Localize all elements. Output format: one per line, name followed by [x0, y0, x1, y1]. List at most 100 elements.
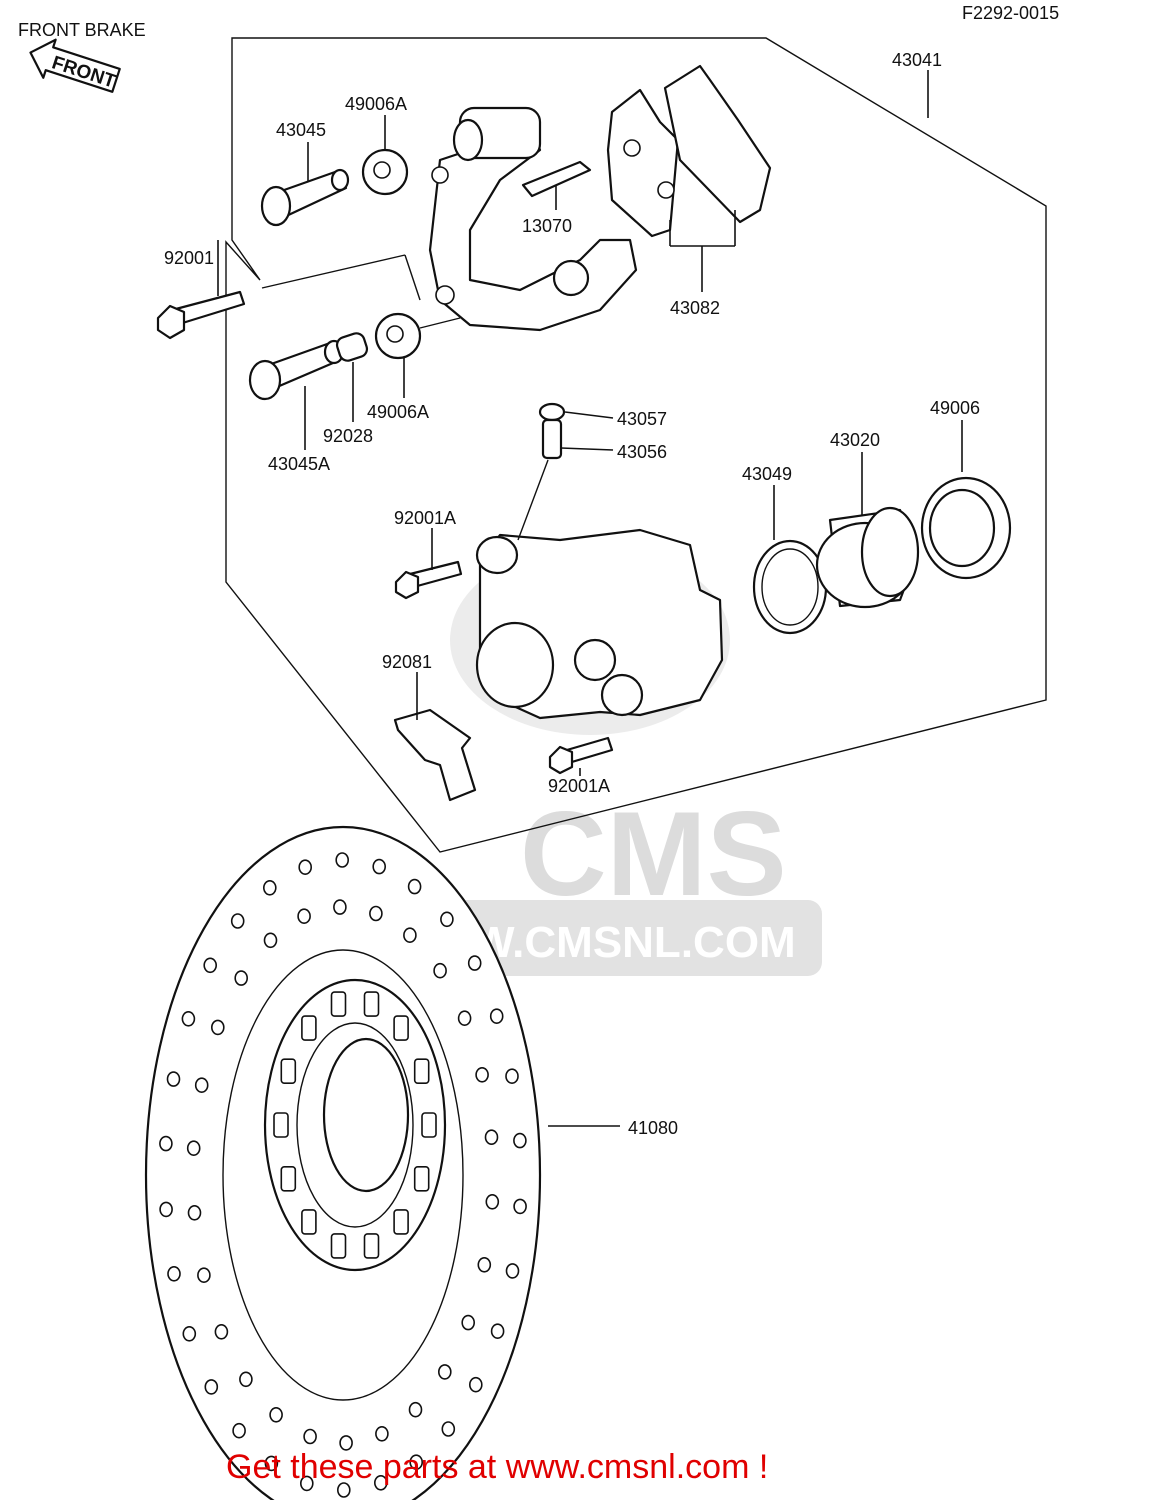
disc-hole: [230, 913, 245, 929]
part-labels: 43041 49006A 43045 13070 92001 43082 490…: [164, 50, 980, 1138]
disc-hole: [441, 1421, 456, 1437]
disc-hole: [197, 1267, 211, 1283]
disc-hole: [336, 1482, 351, 1498]
pad-spring-13070: [521, 160, 592, 198]
disc-hole: [437, 1364, 452, 1380]
disc-hole: [166, 1071, 181, 1087]
disc-hole: [263, 932, 278, 949]
bleeder-cap-43057: [538, 402, 566, 422]
disc-hole: [408, 1401, 423, 1418]
label-43045: 43045: [276, 120, 326, 140]
disc-hole: [339, 1435, 353, 1451]
disc-hole: [513, 1132, 527, 1149]
disc-hole: [457, 1010, 472, 1027]
bolt-92001a-top: [394, 560, 463, 600]
label-92028: 92028: [323, 426, 373, 446]
label-92001: 92001: [164, 248, 214, 268]
disc-hole: [264, 1455, 279, 1472]
disc-hole: [375, 1426, 389, 1442]
disc-carrier-window: [393, 1015, 409, 1041]
brake-pads-43082: [606, 64, 772, 238]
disc-hole: [484, 1129, 499, 1145]
label-43020: 43020: [830, 430, 880, 450]
label-49006a-bottom: 49006A: [367, 402, 429, 422]
disc-hole: [433, 962, 447, 979]
disc-hole: [505, 1263, 520, 1279]
disc-carrier-window: [301, 1209, 317, 1235]
disc-hole: [214, 1324, 229, 1340]
disc-hole: [194, 1077, 209, 1093]
disc-hole: [461, 1314, 476, 1331]
boot-49006a-bottom: [374, 312, 422, 360]
disc-hole: [477, 1257, 492, 1273]
disc-hole: [159, 1201, 173, 1218]
disc-hole: [373, 1475, 388, 1491]
front-direction-arrow: FRONT: [29, 38, 121, 93]
label-92001a-top: 92001A: [394, 508, 456, 528]
disc-hole: [372, 858, 387, 875]
caliper-holder-bracket: [428, 106, 638, 332]
figure-code: F2292-0015: [962, 3, 1059, 23]
disc-carrier-window: [330, 1233, 347, 1259]
disc-hole: [167, 1266, 181, 1282]
disc-carrier-window: [413, 1166, 430, 1192]
disc-hole: [403, 927, 417, 944]
bleeder-valve-43056: [541, 418, 563, 460]
pad-retainer-92081: [393, 708, 477, 802]
disc-hole: [262, 879, 277, 896]
disc-carrier-window: [413, 1058, 430, 1084]
disc-hole: [485, 1194, 500, 1210]
disc-hole: [440, 911, 454, 928]
label-49006: 49006: [930, 398, 980, 418]
label-43082: 43082: [670, 298, 720, 318]
disc-hole: [335, 852, 350, 868]
disc-hole: [232, 1422, 246, 1439]
label-43045a: 43045A: [268, 454, 330, 474]
disc-drilled-holes: [159, 852, 527, 1498]
disc-hole: [269, 1407, 283, 1423]
brake-disc-41080: [144, 826, 542, 1500]
disc-hole: [182, 1326, 197, 1342]
label-13070: 13070: [522, 216, 572, 236]
disc-hole: [204, 1379, 219, 1395]
label-49006a-top: 49006A: [345, 94, 407, 114]
disc-carrier-window: [280, 1166, 297, 1192]
disc-hole: [203, 957, 217, 974]
disc-hole: [303, 1428, 317, 1445]
sleeve-92028: [335, 332, 369, 362]
disc-hole: [505, 1068, 519, 1084]
disc-carrier-window: [301, 1015, 317, 1041]
diagram-title: FRONT BRAKE: [18, 20, 146, 40]
disc-hole: [181, 1010, 196, 1027]
disc-hole: [186, 1140, 201, 1156]
caliper-body: [475, 528, 724, 720]
label-43056: 43056: [617, 442, 667, 462]
disc-hole: [513, 1198, 527, 1215]
disc-hole: [239, 1371, 253, 1388]
disc-hole: [468, 1376, 483, 1393]
disc-hole: [187, 1205, 202, 1221]
label-92001a-bottom: 92001A: [548, 776, 610, 796]
watermark-logo-text: CMS: [520, 787, 787, 921]
disc-hole: [299, 1475, 314, 1492]
label-41080: 41080: [628, 1118, 678, 1138]
disc-hole: [211, 1019, 225, 1036]
disc-carrier-window: [363, 991, 380, 1017]
piston-seal-43049: [752, 539, 828, 635]
label-43041: 43041: [892, 50, 942, 70]
disc-carrier-window: [330, 991, 347, 1017]
disc-hole: [298, 859, 313, 876]
disc-hole: [333, 899, 347, 915]
disc-hole: [297, 908, 311, 925]
disc-carrier-window: [421, 1112, 437, 1138]
disc-carrier-window: [280, 1058, 297, 1084]
pin-43045a: [248, 339, 345, 401]
bolt-92001a-bottom: [548, 736, 614, 775]
disc-carrier-window: [363, 1233, 380, 1259]
footer-banner: Get these parts at www.cmsnl.com !: [226, 1448, 768, 1486]
boot-49006a-top: [361, 148, 409, 196]
disc-hole: [409, 1454, 424, 1470]
disc-carrier-window: [273, 1112, 289, 1138]
disc-hole: [489, 1008, 504, 1025]
